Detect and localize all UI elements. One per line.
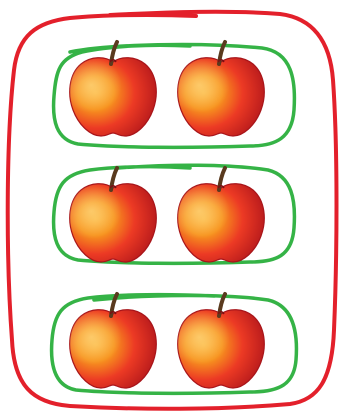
apple-icon bbox=[70, 168, 157, 262]
apple-icon bbox=[178, 42, 265, 136]
apple-icon bbox=[70, 294, 157, 388]
apple-icon bbox=[178, 294, 265, 388]
apple-icon bbox=[178, 168, 265, 262]
apple-icon bbox=[70, 42, 157, 136]
apples bbox=[70, 42, 265, 388]
